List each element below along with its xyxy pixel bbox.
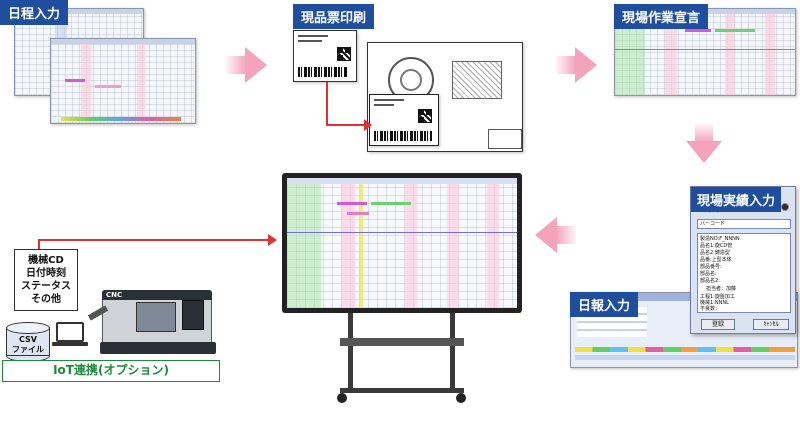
display-monitor: [282, 173, 522, 313]
print-connector-v: [326, 82, 328, 126]
actual-entry-dialog: 現場実績入力 2024/07/05 バーコード 製造NO:F_NNNN 品名1:…: [690, 186, 796, 334]
csv-label: CSV ファイル: [12, 335, 44, 354]
flow-arrow-1: [245, 47, 267, 83]
flow-arrow-2-tail: [556, 56, 576, 74]
stand-pole-left: [348, 313, 353, 389]
monitor-screen: [287, 178, 517, 308]
csv-file-icon: CSV ファイル: [6, 322, 50, 362]
iot-caption: IoT連携(オプション): [2, 360, 220, 382]
schedule-screenshot-front: [50, 38, 196, 124]
laptop-base: [52, 342, 88, 346]
iot-connector-head: [268, 234, 277, 246]
stand-wheel-left: [337, 393, 347, 403]
ticket-print-label: 現品票印刷: [293, 4, 375, 29]
flow-arrow-4-tail: [556, 226, 576, 244]
schedule-entry-label: 日程入力: [0, 0, 69, 25]
iot-info-box: 機械CD 日付時刻 ステータス その他: [14, 249, 78, 311]
iot-connector-v: [38, 239, 40, 249]
cnc-label: CNC: [106, 291, 123, 299]
barcode-input[interactable]: バーコード: [697, 219, 791, 229]
ticket-small: [293, 30, 357, 82]
flow-arrow-3-tail: [695, 124, 713, 142]
stand-pole-right: [450, 313, 455, 389]
detail-panel: 製造NO:F_NNNN 品名1:旋CD管 品名2:鋳造型 品番:上型本体 部品番…: [697, 233, 791, 313]
dialog-logo-icon: [781, 203, 789, 211]
iot-connector-h: [38, 239, 270, 241]
work-declare-label: 現場作業宣言: [614, 4, 709, 29]
flow-arrow-4: [535, 217, 557, 253]
actual-entry-label: 現場実績入力: [691, 187, 782, 212]
cancel-button[interactable]: ｷｬﾝｾﾙ: [753, 319, 789, 330]
ticket-large: [369, 94, 439, 146]
flow-arrow-2: [575, 47, 597, 83]
laptop-icon: [56, 322, 84, 342]
daily-report-label: 日報入力: [570, 292, 639, 317]
register-button[interactable]: 登録: [701, 319, 735, 330]
cnc-machine: CNC: [87, 284, 218, 356]
print-connector-h: [326, 124, 366, 126]
stand-shelf: [340, 338, 464, 346]
print-connector-head: [364, 119, 372, 131]
stand-wheel-right: [456, 393, 466, 403]
flow-arrow-1-tail: [226, 56, 246, 74]
flow-arrow-3: [686, 141, 722, 163]
stand-base: [340, 388, 464, 393]
